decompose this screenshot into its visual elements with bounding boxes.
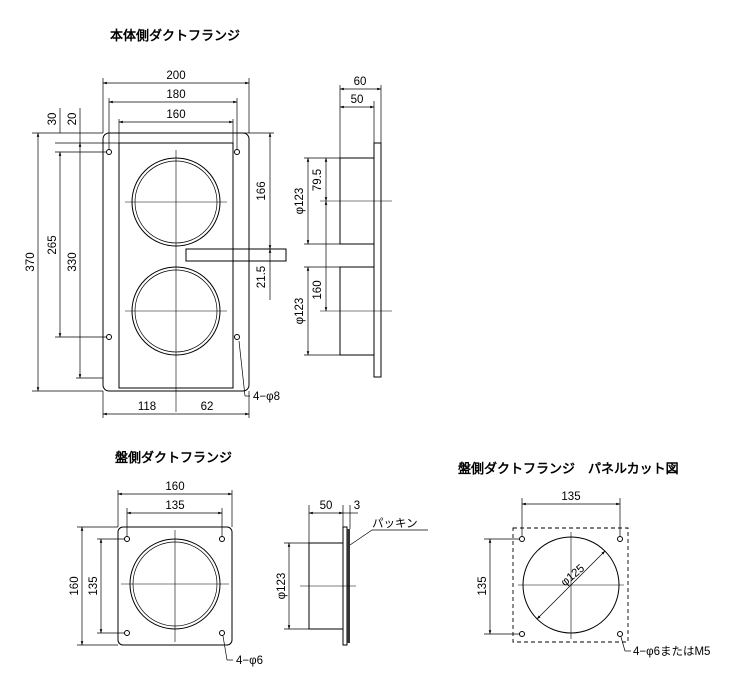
dim-135-width: 135 [165,500,184,512]
mount-hole [219,536,225,542]
dim-265: 265 [47,235,59,254]
dim-50: 50 [351,94,364,106]
dim-20: 20 [67,113,79,126]
dim-79-5: 79.5 [312,169,324,191]
main-right-dimensions: 166 21.5 [240,132,286,300]
panel-holes-label: 4−φ6 [236,655,263,667]
mount-hole [106,149,112,155]
panel-front-dimensions: 160 135 160 135 4−φ6 [69,481,263,667]
main-flange-title: 本体側ダクトフランジ [110,28,240,43]
mount-hole [234,149,240,155]
cutout-hole [519,536,525,542]
panel-cutout-title: 盤側ダクトフランジ パネルカット図 [457,461,679,476]
cutout-outline [512,527,629,643]
dim-135-height: 135 [88,576,100,595]
holes-leader [620,636,626,652]
cutout-width-135: 135 [561,491,580,503]
panel-cutout-view: φ125 [512,527,629,643]
dim-118: 118 [138,401,156,413]
dim-3-gasket: 3 [354,500,360,512]
panel-side-dimensions: 50 3 パッキン φ123 [276,500,428,630]
main-flange-front-view [102,132,287,412]
main-holes-label: 4−φ8 [253,391,280,403]
cutout-hole [617,631,623,637]
dim-160-height: 160 [69,576,81,595]
holes-leader [222,635,228,661]
dim-30: 30 [47,113,59,126]
dim-180: 180 [166,89,185,101]
dim-dia-panel: φ123 [276,573,288,600]
dim-370: 370 [25,252,37,271]
holes-leader [238,340,246,397]
connector-stub [185,248,287,262]
mount-hole [106,334,112,340]
dim-dia-upper: φ123 [294,188,306,215]
panel-flange-front-view [117,526,233,646]
gasket-label: パッキン [372,517,418,530]
cutout-hole [519,631,525,637]
dim-160-side: 160 [312,280,324,299]
panel-cutout-dimensions: 135 135 4−φ6またはM5 [477,491,710,658]
main-bottom-dimensions: 118 62 4−φ8 [102,340,280,418]
dia-leader [536,550,606,620]
mount-hole [124,536,130,542]
mount-hole [124,630,130,636]
dim-dia-lower: φ123 [294,298,306,325]
mount-hole [219,630,225,636]
main-flange-side-view [320,142,392,378]
panel-flange-title: 盤側ダクトフランジ [114,450,232,465]
dim-60: 60 [354,76,367,88]
cutout-holes-label: 4−φ6またはM5 [633,645,710,658]
dim-166: 166 [256,181,268,200]
mount-hole [234,334,240,340]
panel-flange-outline [117,526,233,646]
dim-50-panel: 50 [320,500,333,512]
dim-330: 330 [67,252,79,271]
main-left-dimensions: 370 265 330 30 20 [25,108,119,392]
main-side-dimensions: 60 50 φ123 φ123 79.5 160 [294,76,382,356]
cutout-hole [617,536,623,542]
dim-160: 160 [166,109,185,121]
dim-62: 62 [201,401,214,413]
gasket-leader [349,529,373,546]
side-flange-plate [373,142,382,378]
dim-160-width: 160 [165,481,184,493]
panel-flange-side-view [300,526,356,646]
dim-200: 200 [166,70,185,82]
cutout-height-135: 135 [477,576,489,595]
dim-21-5: 21.5 [256,266,268,288]
main-top-dimensions: 200 180 160 [102,70,250,150]
